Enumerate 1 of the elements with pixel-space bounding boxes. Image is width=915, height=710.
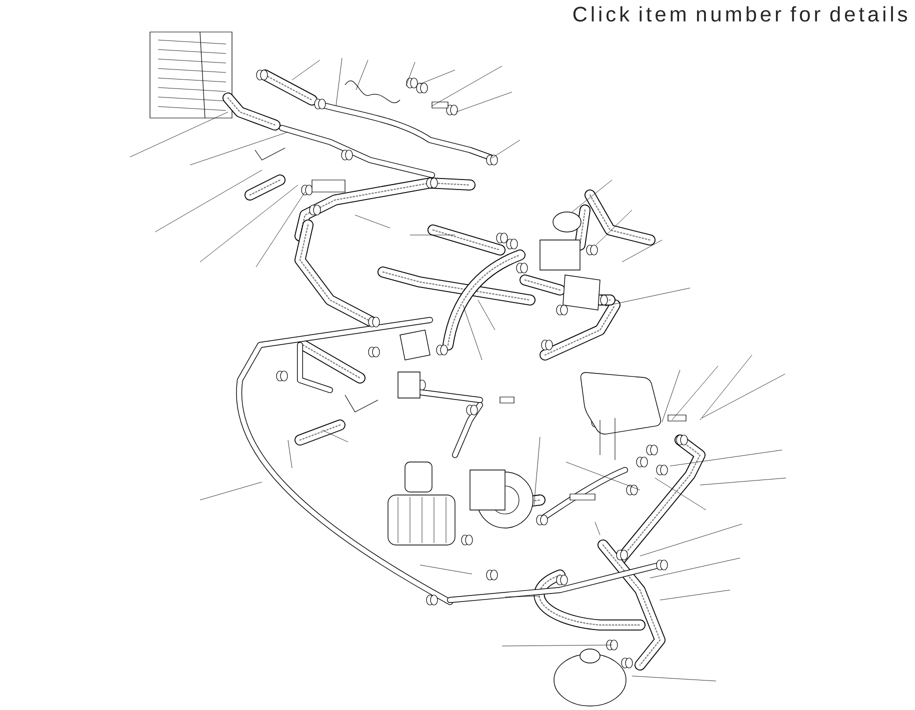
title: Click item number for details [573, 6, 907, 22]
